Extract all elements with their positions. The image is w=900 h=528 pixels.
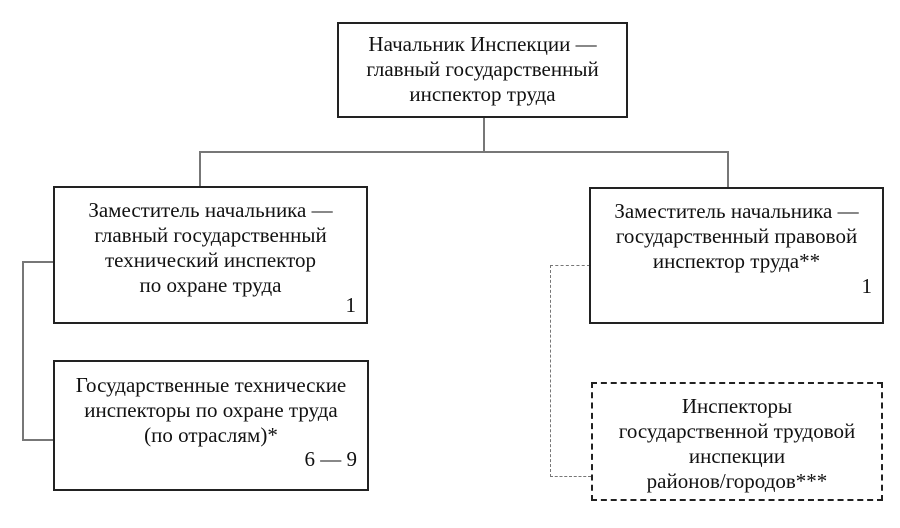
node-deputy-legal-line: Заместитель начальника — — [614, 199, 859, 223]
node-district-inspectors-line: районов/городов*** — [646, 469, 828, 493]
node-deputy-technical-count: 1 — [345, 293, 357, 317]
node-technical-inspectors-line: Государственные технические — [75, 373, 347, 397]
dashed-connector-bottom — [550, 476, 591, 477]
node-district-inspectors: Инспекторы государственной трудовой инсп… — [591, 382, 883, 501]
node-deputy-technical: Заместитель начальника — главный государ… — [53, 186, 368, 324]
connector-to-deputy-legal — [727, 151, 729, 188]
node-head-line: инспектор труда — [409, 82, 556, 106]
connector-to-deputy-technical — [199, 151, 201, 187]
node-technical-inspectors-line: (по отраслям)* — [144, 423, 278, 447]
node-district-inspectors-line: Инспекторы — [681, 394, 793, 418]
node-head-line: Начальник Инспекции — — [368, 32, 597, 56]
node-head: Начальник Инспекции — главный государств… — [337, 22, 628, 118]
node-district-inspectors-line: инспекции — [688, 444, 786, 468]
connector-left-horizontal-top — [22, 261, 54, 263]
connector-left-horizontal-bottom — [22, 439, 54, 441]
node-deputy-legal-count: 1 — [861, 274, 873, 298]
node-head-line: главный государственный — [366, 57, 599, 81]
dashed-connector-vertical — [550, 265, 551, 477]
connector-left-vertical — [22, 261, 24, 441]
connector-head-down — [483, 117, 485, 153]
dashed-connector-top — [550, 265, 590, 266]
node-deputy-legal-line: государственный правовой — [615, 224, 858, 248]
node-deputy-legal-line: инспектор труда** — [652, 249, 821, 273]
node-deputy-technical-line: Заместитель начальника — — [88, 198, 333, 222]
node-district-inspectors-line: государственной трудовой — [618, 419, 856, 443]
node-deputy-technical-line: технический инспектор — [104, 248, 317, 272]
node-deputy-technical-line: по охране труда — [139, 273, 282, 297]
node-technical-inspectors-line: инспекторы по охране труда — [84, 398, 338, 422]
node-deputy-technical-line: главный государственный — [94, 223, 327, 247]
node-deputy-legal: Заместитель начальника — государственный… — [589, 187, 884, 324]
node-technical-inspectors: Государственные технические инспекторы п… — [53, 360, 369, 491]
connector-horizontal-bus — [199, 151, 729, 153]
node-technical-inspectors-count: 6 — 9 — [304, 447, 358, 471]
